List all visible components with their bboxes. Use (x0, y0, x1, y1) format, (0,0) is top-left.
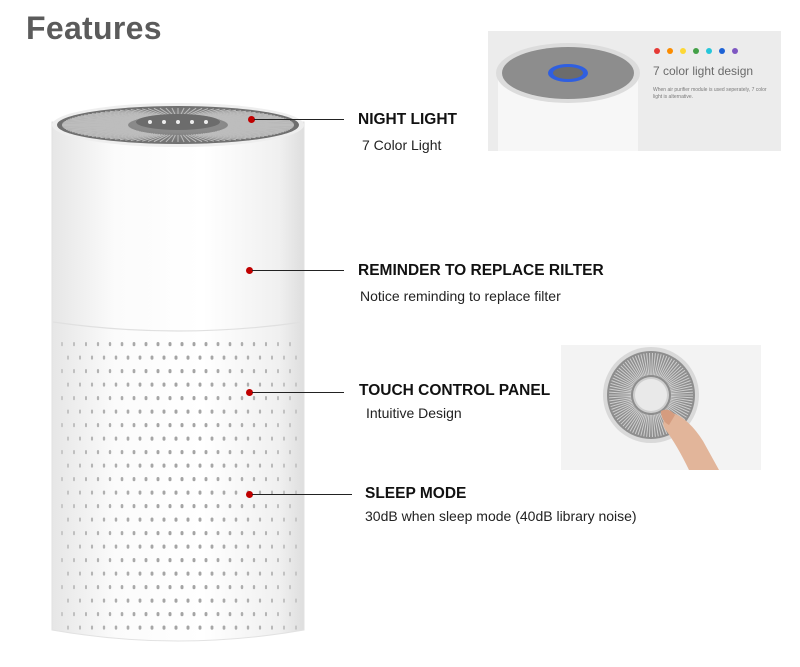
sleep-mode-leader (252, 494, 352, 495)
filter-reminder-marker (245, 266, 253, 274)
touch-control-marker (245, 388, 253, 396)
color-light-caption: 7 color light design (653, 64, 754, 78)
touch-control-photo (561, 345, 761, 470)
touch-control-title: TOUCH CONTROL PANEL (359, 382, 551, 399)
sleep-mode-title: SLEEP MODE (365, 485, 467, 502)
sleep-mode-marker (245, 490, 253, 498)
light-color-dot (667, 48, 673, 54)
night-light-callout: NIGHT LIGHT 7 Color Light (358, 111, 457, 153)
night-light-title: NIGHT LIGHT (358, 111, 458, 128)
light-color-dot (693, 48, 699, 54)
night-light-desc: 7 Color Light (362, 137, 442, 153)
color-light-note: When air purifier module is used seperat… (653, 87, 767, 100)
filter-reminder-callout: REMINDER TO REPLACE RILTER Notice remind… (358, 262, 604, 304)
light-color-dot (732, 48, 738, 54)
page-title: Features (26, 10, 162, 46)
filter-reminder-title: REMINDER TO REPLACE RILTER (358, 262, 604, 279)
light-color-dot (654, 48, 660, 54)
color-light-photo: 7 color light design When air purifier m… (488, 31, 781, 151)
air-purifier-image (51, 103, 305, 642)
touch-control-callout: TOUCH CONTROL PANEL Intuitive Design (359, 382, 550, 421)
sleep-mode-callout: SLEEP MODE 30dB when sleep mode (40dB li… (365, 485, 637, 524)
filter-reminder-desc: Notice reminding to replace filter (360, 288, 561, 304)
light-color-dot (680, 48, 686, 54)
purifier-top-closeup (496, 43, 640, 151)
light-color-dot (719, 48, 725, 54)
night-light-leader (254, 119, 344, 120)
touch-control-desc: Intuitive Design (366, 405, 462, 421)
light-color-swatches (654, 48, 738, 54)
night-light-marker (247, 115, 255, 123)
touch-panel-closeup (603, 347, 719, 470)
sleep-mode-desc: 30dB when sleep mode (40dB library noise… (365, 508, 637, 524)
light-color-dot (706, 48, 712, 54)
touch-control-leader (252, 392, 344, 393)
filter-reminder-leader (252, 270, 344, 271)
